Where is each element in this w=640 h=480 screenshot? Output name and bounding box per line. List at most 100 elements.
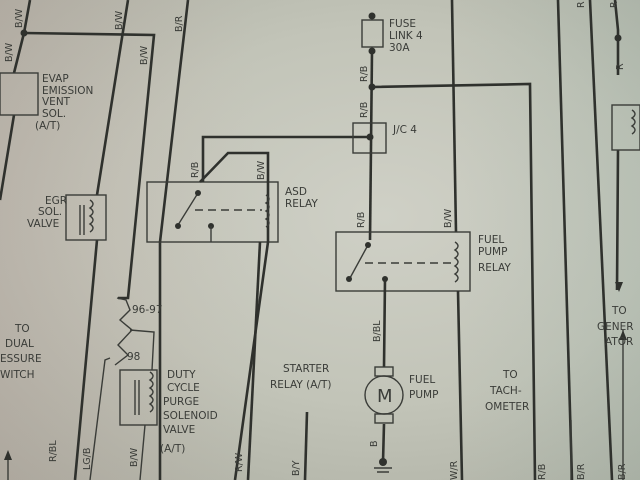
- wire-rb-main: [368, 50, 374, 241]
- svg-text:(A/T): (A/T): [35, 120, 60, 132]
- svg-text:LINK 4: LINK 4: [389, 30, 423, 42]
- svg-text:PUMP: PUMP: [409, 389, 438, 401]
- svg-text:EGR: EGR: [45, 195, 67, 207]
- svg-text:B/R: B/R: [174, 15, 185, 32]
- svg-text:B/W: B/W: [443, 208, 454, 228]
- svg-text:B/W: B/W: [129, 447, 140, 467]
- svg-text:R/B: R/B: [359, 102, 370, 118]
- svg-text:B/W: B/W: [4, 42, 15, 62]
- label-98: 98: [127, 351, 140, 363]
- wire-bw-egr: [95, 0, 130, 196]
- svg-text:R/B: R/B: [190, 162, 201, 178]
- starter-relay-label: STARTER RELAY (A/T): [270, 363, 331, 391]
- svg-text:SOL.: SOL.: [38, 206, 62, 218]
- svg-text:R: R: [576, 1, 587, 8]
- svg-text:SOLENOID: SOLENOID: [163, 410, 218, 422]
- svg-text:FUEL: FUEL: [478, 234, 504, 246]
- svg-text:LG/B: LG/B: [82, 448, 93, 470]
- fuel-pump-relay-box: [335, 231, 471, 292]
- svg-text:GENER: GENER: [597, 321, 634, 333]
- svg-text:TO: TO: [502, 369, 518, 381]
- svg-text:FUEL: FUEL: [409, 374, 435, 386]
- to-generator-label: TO GENER ATOR: [597, 305, 634, 348]
- wire-br: [158, 0, 190, 480]
- svg-text:R/W: R/W: [234, 452, 245, 472]
- svg-text:ASD: ASD: [285, 186, 307, 198]
- svg-text:R: R: [615, 63, 626, 70]
- egr-valve-box: [65, 194, 107, 241]
- svg-text:TO: TO: [611, 305, 627, 317]
- svg-text:FUSE: FUSE: [389, 18, 416, 30]
- jc4-label: J/C 4: [392, 124, 417, 136]
- svg-text:B/Y: B/Y: [291, 460, 302, 476]
- svg-text:PURGE: PURGE: [163, 396, 199, 408]
- svg-text:OMETER: OMETER: [485, 401, 529, 413]
- label-96-97: 96-97: [132, 304, 163, 316]
- relay-switch-arm: [177, 192, 199, 226]
- purge-solenoid-box: [119, 369, 158, 426]
- svg-text:ESSURE: ESSURE: [0, 353, 42, 365]
- motor-symbol: M: [377, 386, 393, 407]
- asd-coil-icon: [264, 194, 270, 228]
- svg-text:R/BL: R/BL: [48, 440, 59, 462]
- fuel-pump-label: FUEL PUMP: [409, 374, 438, 401]
- svg-text:B: B: [369, 440, 380, 447]
- svg-text:EVAP: EVAP: [42, 73, 69, 85]
- wire-rb-right: [371, 82, 537, 480]
- fuse-link-box: [361, 19, 384, 48]
- svg-text:B/W: B/W: [139, 45, 150, 65]
- svg-text:STARTER: STARTER: [283, 363, 329, 375]
- ground-icon: [374, 467, 392, 473]
- svg-text:DUTY: DUTY: [167, 369, 196, 381]
- fp-coil-icon: [453, 241, 459, 283]
- svg-text:RELAY: RELAY: [478, 262, 511, 274]
- svg-text:RELAY: RELAY: [285, 198, 318, 210]
- svg-text:R/B: R/B: [537, 464, 548, 480]
- svg-text:B/W: B/W: [114, 10, 125, 30]
- wire-bw-horizontal: [23, 31, 156, 300]
- wire-bbl: [381, 278, 387, 463]
- wire-bw-down: [73, 239, 99, 480]
- jc4-box: [352, 122, 387, 154]
- wire-jc-to-asd: [201, 135, 372, 182]
- svg-text:B/W: B/W: [256, 160, 267, 180]
- svg-text:R: R: [609, 1, 620, 8]
- svg-text:TACH-: TACH-: [489, 385, 522, 397]
- svg-text:R/B: R/B: [356, 212, 367, 228]
- svg-text:B/R: B/R: [617, 463, 628, 480]
- svg-text:B/BL: B/BL: [372, 320, 383, 342]
- svg-text:PUMP: PUMP: [478, 246, 507, 258]
- svg-text:R/B: R/B: [359, 66, 370, 82]
- wire-asd-bw: [199, 151, 270, 480]
- svg-text:(A/T): (A/T): [160, 443, 185, 455]
- svg-text:SOL.: SOL.: [42, 108, 66, 120]
- to-tachometer-label: TO TACH- OMETER: [485, 369, 529, 413]
- evap-solenoid-box: [0, 72, 39, 116]
- egr-coil-icon: [79, 199, 94, 235]
- svg-text:RELAY (A/T): RELAY (A/T): [270, 379, 331, 391]
- wire-bw-fp: [450, 0, 458, 233]
- year-split: [89, 297, 155, 480]
- svg-text:30A: 30A: [389, 42, 410, 54]
- wire-labels: B/W B/W B/W B/W B/R R/B B/W R/B R/B R/B …: [4, 1, 628, 480]
- svg-text:ATOR: ATOR: [605, 336, 633, 348]
- svg-text:VENT: VENT: [42, 96, 71, 108]
- asd-relay-box: [146, 181, 279, 243]
- svg-text:EMISSION: EMISSION: [42, 85, 93, 97]
- svg-text:B/R: B/R: [576, 463, 587, 480]
- svg-text:B/W: B/W: [14, 8, 25, 28]
- wire-wr: [456, 290, 464, 480]
- svg-text:VALVE: VALVE: [27, 218, 59, 230]
- svg-text:W/R: W/R: [449, 460, 460, 480]
- svg-text:CYCLE: CYCLE: [167, 382, 200, 394]
- svg-text:VALVE: VALVE: [163, 424, 195, 436]
- svg-text:DUAL: DUAL: [5, 338, 34, 350]
